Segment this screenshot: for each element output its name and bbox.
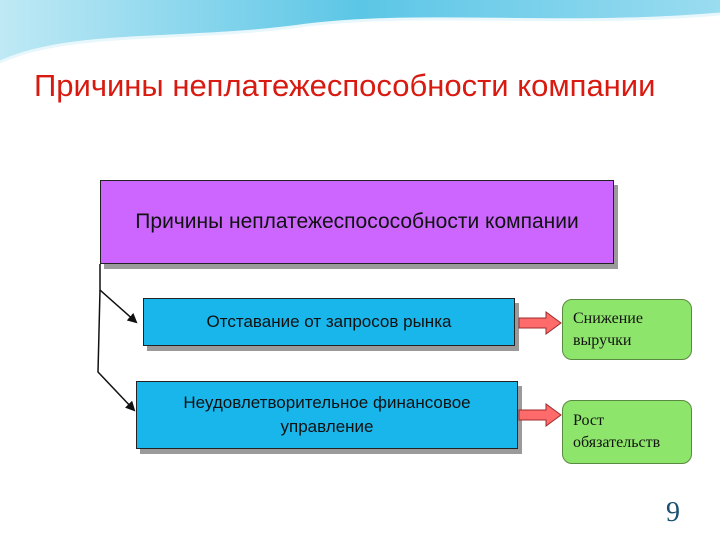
cause-box-poor-finance: Неудовлетворительное финансовое управлен… [136,381,518,449]
cause-label-poor-finance: Неудовлетворительное финансовое управлен… [183,393,471,436]
main-cause-box: Причины неплатежеспосособности компании [100,180,614,264]
effect-label-revenue-decline: Снижение выручки [573,309,643,349]
cause-box-market-lag: Отставание от запросов рынка [143,298,515,346]
arrow-cause-2-to-effect-2 [518,403,562,427]
arrow-cause-1-to-effect-1 [518,311,562,335]
header-wave-decoration [0,0,720,64]
effect-label-liabilities-growth: Рост обязательств [573,412,661,451]
effect-box-liabilities-growth: Рост обязательств [562,400,692,464]
effect-box-revenue-decline: Снижение выручки [562,299,692,360]
main-cause-label: Причины неплатежеспосособности компании [135,210,579,233]
connector-main-to-cause-2 [97,289,136,412]
cause-label-market-lag: Отставание от запросов рынка [206,312,452,331]
slide-title: Причины неплатежеспособности компании [34,68,656,103]
connector-main-to-cause-1 [99,264,138,324]
page-number: 9 [666,497,680,528]
